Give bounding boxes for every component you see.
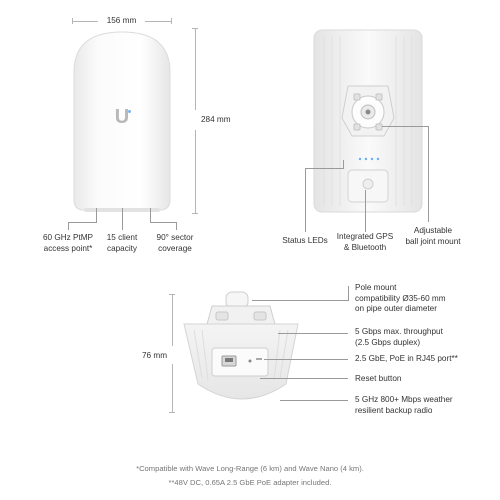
footnote: **48V DC, 0.65A 2.5 GbE PoE adapter incl… [168, 478, 332, 487]
callout-label: 5 Gbps max. throughput (2.5 Gbps duplex) [355, 327, 443, 347]
callout-line [278, 333, 348, 334]
callout-label: 2.5 GbE, PoE in RJ45 port** [355, 354, 458, 363]
callout-label: 5 GHz 800+ Mbps weather resilient backup… [355, 395, 453, 415]
height-dimension-line [195, 130, 196, 214]
logo-dot [128, 110, 131, 113]
callout-line [264, 359, 348, 360]
height-dimension-line [195, 28, 196, 110]
height-dimension-line [172, 364, 173, 413]
width-dimension-line [145, 21, 172, 22]
width-dimension-line [171, 18, 172, 24]
callout-line [305, 168, 344, 169]
callout-line [252, 300, 348, 301]
callout-line [343, 160, 344, 168]
callout-line [68, 222, 97, 223]
callout-line [150, 208, 151, 222]
bottom-device-body [183, 291, 299, 400]
callout-label: Integrated GPS& Bluetooth [336, 232, 394, 252]
callout-line [382, 126, 428, 127]
callout-label: Reset button [355, 374, 402, 383]
footnote: *Compatible with Wave Long-Range (6 km) … [136, 464, 364, 473]
height-label: 76 mm [142, 351, 168, 360]
logo-icon: U [114, 106, 130, 128]
height-label: 284 mm [201, 115, 231, 124]
width-label: 156 mm [106, 16, 137, 25]
callout-line [428, 126, 429, 222]
height-dimension-line [169, 412, 175, 413]
callout-line [68, 222, 69, 230]
callout-line [365, 190, 366, 232]
height-dimension-line [192, 213, 198, 214]
callout-line [150, 222, 176, 223]
callout-line [305, 168, 306, 232]
callout-label: Pole mount compatibility Ø35-60 mm on pi… [355, 283, 446, 313]
callout-line [260, 378, 348, 379]
callout-line [280, 400, 348, 401]
callout-line [176, 222, 177, 230]
back-device-body [313, 29, 423, 213]
width-dimension-line [72, 21, 98, 22]
callout-line [348, 286, 349, 301]
height-dimension-line [172, 294, 173, 346]
callout-line [122, 208, 123, 230]
callout-label: Status LEDs [282, 236, 328, 245]
callout-line [96, 208, 97, 222]
